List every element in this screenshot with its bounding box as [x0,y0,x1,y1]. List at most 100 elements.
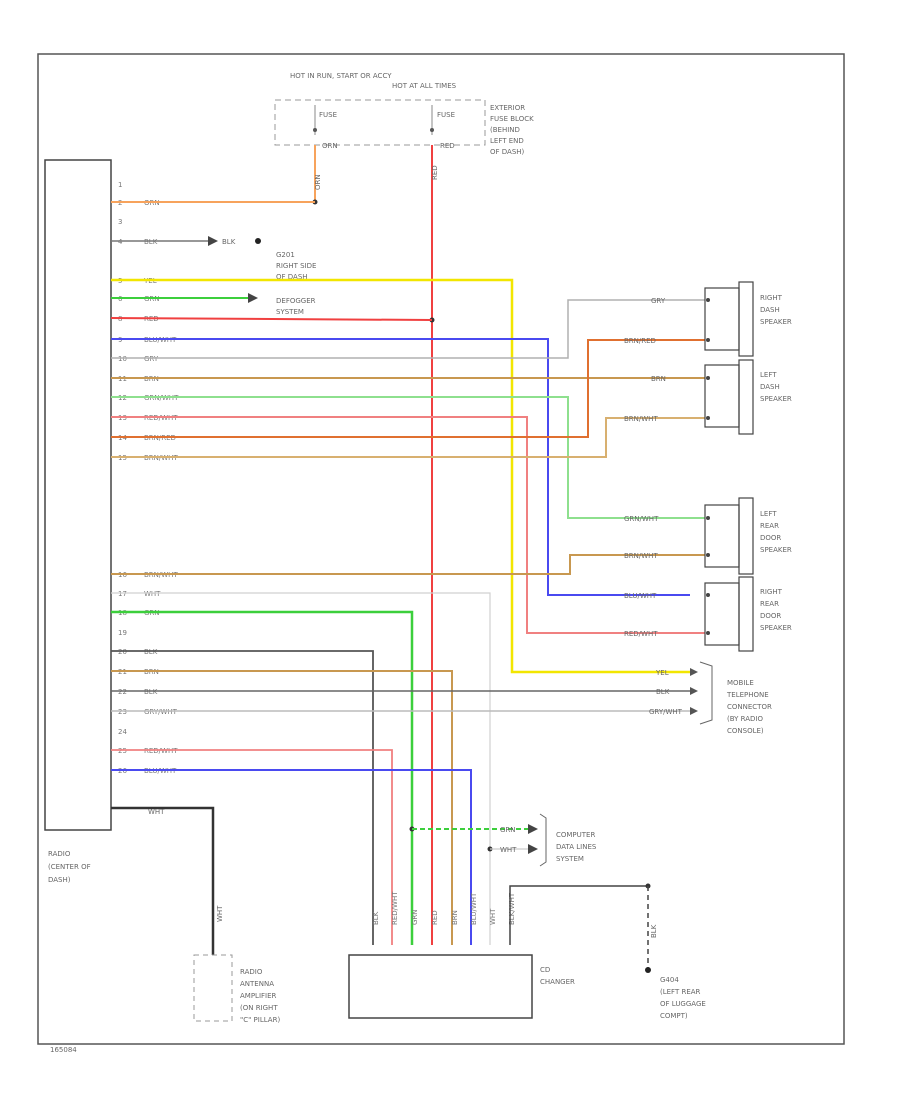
pin-1: 1 [118,181,122,189]
arrow-defogger [248,293,258,303]
phone-wire-gry-wht: GRY/WHT [649,708,683,716]
outer-frame [37,53,845,1045]
svg-text:SYSTEM: SYSTEM [276,308,304,316]
phone-connector-label: MOBILE TELEPHONE CONNECTOR (BY RADIO CON… [726,679,772,735]
cd-changer-label: CD CHANGER [540,966,575,986]
wire-brn-cd [111,670,453,945]
data-connector-bracket [539,813,547,867]
wire-grn [111,610,414,945]
fuse-header-left: HOT IN RUN, START OR ACCY [290,72,392,80]
wire-red-fuse-label: RED [431,165,439,180]
wire-label-brn-wht-2: BRN/WHT [624,552,658,560]
svg-text:LEFT: LEFT [760,510,777,518]
antenna-wire-label: WHT [148,808,165,816]
ground-g201-label: G201 RIGHT SIDE OF DASH [276,251,316,281]
antenna-amplifier-box [193,954,233,1022]
svg-text:WHT: WHT [489,908,497,925]
wire-label-blu-wht: BLU/WHT [624,592,657,600]
right-dash-speaker-icon [704,281,754,357]
wire-red [110,317,433,321]
svg-text:BLK: BLK [144,238,158,246]
wire-blu-wht-cd [111,769,472,945]
phone-wire-yel: YEL [655,669,669,677]
fuse-left-label: FUSE [319,111,337,119]
svg-text:OF DASH: OF DASH [276,273,308,281]
svg-text:CHANGER: CHANGER [540,978,575,986]
radio-wire-labels: ORN BLK YEL GRN RED BLU/WHT GRY BRN GRN/… [143,199,179,775]
svg-text:RADIO: RADIO [48,850,71,858]
pin-17: 17 [118,590,127,598]
fuse-header-right: HOT AT ALL TIMES [392,82,457,90]
pin-25: 25 [118,747,127,755]
svg-text:COMPUTER: COMPUTER [556,831,595,839]
svg-text:LEFT END: LEFT END [490,137,524,145]
fuse-left-icon [313,105,317,135]
svg-text:RIGHT SIDE: RIGHT SIDE [276,262,316,270]
radio-box [44,159,112,831]
svg-text:BRN: BRN [451,910,459,925]
svg-text:CONSOLE): CONSOLE) [727,727,764,735]
svg-text:CONNECTOR: CONNECTOR [727,703,772,711]
ground-g201-icon [255,238,261,244]
wire-brn-red [111,339,705,438]
cd-pin-labels: BLK RED/WHT RED GRN BRN BLU/WHT WHT BLK/… [372,891,516,925]
wire-label-brn: BRN [651,375,666,383]
svg-text:WHT: WHT [144,590,161,598]
svg-text:(CENTER OF: (CENTER OF [48,863,91,871]
svg-text:BLK: BLK [144,688,158,696]
svg-text:BLK: BLK [144,648,158,656]
phone-wire-blk: BLK [656,688,670,696]
wire-red-wht-cd [111,749,393,945]
wire-blk [111,650,374,945]
ground-g404-icon [645,967,651,973]
data-wire-wht: WHT [500,846,517,854]
pin-24: 24 [118,728,127,736]
svg-text:DATA LINES: DATA LINES [556,843,597,851]
pin-4: 4 [118,238,123,246]
diagram-ref-number: 165084 [50,1046,77,1054]
antenna-amplifier-label: RADIO ANTENNA AMPLIFIER (ON RIGHT "C" PI… [240,968,280,1024]
svg-text:DEFOGGER: DEFOGGER [276,297,316,305]
pin-3: 3 [118,218,122,226]
svg-text:RADIO: RADIO [240,968,263,976]
svg-text:REAR: REAR [760,522,779,530]
right-rear-speaker-icon [704,576,754,652]
pin-23: 23 [118,708,127,716]
svg-text:GRY/WHT: GRY/WHT [144,708,178,716]
arrow-blk-ground [208,236,218,246]
antenna-wire-vertical-label: WHT [216,905,224,922]
svg-text:DOOR: DOOR [760,534,781,542]
cd-changer-box [348,954,533,1019]
arrow-grn-data [528,824,538,834]
wire-yel [111,278,690,674]
wire-antenna [111,806,215,955]
svg-text:OF DASH): OF DASH) [490,148,525,156]
svg-text:RED: RED [431,910,439,925]
svg-text:GRN: GRN [411,909,419,925]
wire-blk-cd-ground [509,885,648,945]
svg-text:G404: G404 [660,976,679,984]
fuse-right-label: FUSE [437,111,455,119]
svg-text:(BY RADIO: (BY RADIO [727,715,763,723]
svg-text:G201: G201 [276,251,295,259]
svg-text:SPEAKER: SPEAKER [760,624,792,632]
svg-text:COMPT): COMPT) [660,1012,688,1020]
left-rear-speaker-label: LEFT REAR DOOR SPEAKER [760,510,792,554]
computer-data-label: COMPUTER DATA LINES SYSTEM [556,831,597,863]
data-wire-grn: GRN [500,826,516,834]
phone-connector-icon [690,661,713,725]
wire-brn-wht [111,417,705,458]
ground-g404-label: G404 (LEFT REAR OF LUGGAGE COMPT) [660,976,706,1020]
svg-text:RED/WHT: RED/WHT [144,747,178,755]
svg-text:RIGHT: RIGHT [760,294,783,302]
fuse-left-pin: ORN [322,142,338,150]
arrow-wht-data [528,844,538,854]
svg-text:FUSE BLOCK: FUSE BLOCK [490,115,534,123]
wire-label-brn-wht: BRN/WHT [624,415,658,423]
svg-text:DASH: DASH [760,306,780,314]
fuse-block-box [274,99,486,146]
svg-text:LEFT: LEFT [760,371,777,379]
wire-label-grn-wht: GRN/WHT [624,515,659,523]
svg-text:REAR: REAR [760,600,779,608]
